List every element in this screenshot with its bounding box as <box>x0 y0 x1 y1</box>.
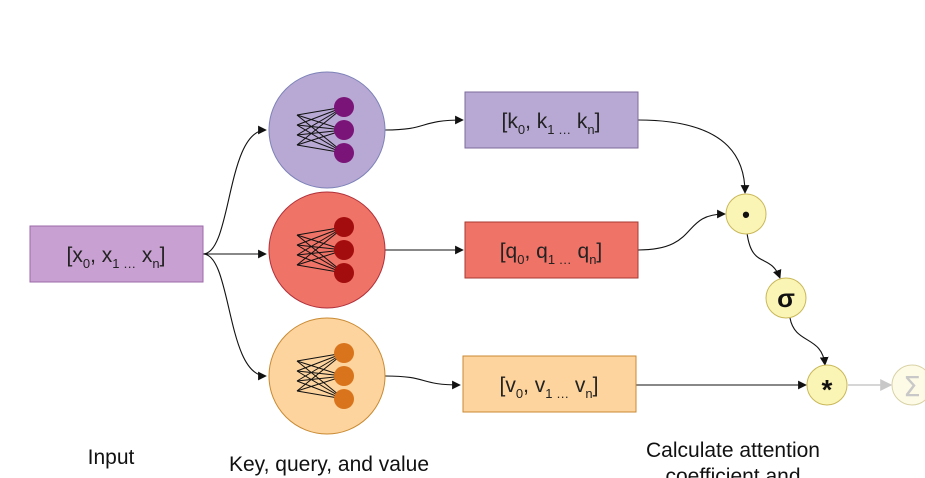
input-vector-label: [x0, x1 … xn] <box>66 244 165 271</box>
edges <box>202 115 893 391</box>
sum-symbol: Σ <box>903 370 921 403</box>
multiply-node: * <box>806 364 848 406</box>
key-network <box>268 71 386 189</box>
caption-attention-line-2: coefficient and <box>665 465 800 478</box>
edge-key-box-to-dot <box>637 119 750 194</box>
edge-input-to-value-network <box>202 253 267 381</box>
caption-key-query-value: Key, query, and value <box>229 453 429 476</box>
value-vector-label: [v0, v1 … vn] <box>499 374 598 401</box>
query-network <box>268 191 386 309</box>
edge-key-network-to-key-box <box>384 115 464 131</box>
key-box: [k0, k1 … kn] <box>464 91 639 149</box>
key-network-icon <box>296 97 354 163</box>
sum-node: Σ <box>891 364 925 406</box>
multiply-symbol: * <box>822 374 833 405</box>
edge-input-to-key-network <box>202 125 267 255</box>
value-box: [v0, v1 … vn] <box>462 355 637 413</box>
dot-symbol: • <box>742 202 750 227</box>
sigma-symbol: σ <box>777 283 795 313</box>
caption-attention-line-1: Calculate attention <box>646 439 820 462</box>
caption-input: Input <box>88 446 135 469</box>
edge-value-network-to-value-box <box>384 375 461 390</box>
query-vector-label: [q0, q1 … qn] <box>500 240 603 267</box>
query-network-icon <box>296 217 354 283</box>
edge-query-box-to-dot <box>637 209 726 251</box>
query-box: [q0, q1 … qn] <box>464 221 639 279</box>
input-box: [x0, x1 … xn] <box>29 225 204 283</box>
key-vector-label: [k0, k1 … kn] <box>501 110 600 137</box>
sigmoid-node: σ <box>765 277 807 319</box>
value-network <box>268 317 386 435</box>
edge-sigma-to-multiply <box>789 317 829 366</box>
value-network-icon <box>296 343 354 409</box>
edge-dot-to-sigma <box>746 232 782 279</box>
dot-product-node: • <box>725 193 767 235</box>
